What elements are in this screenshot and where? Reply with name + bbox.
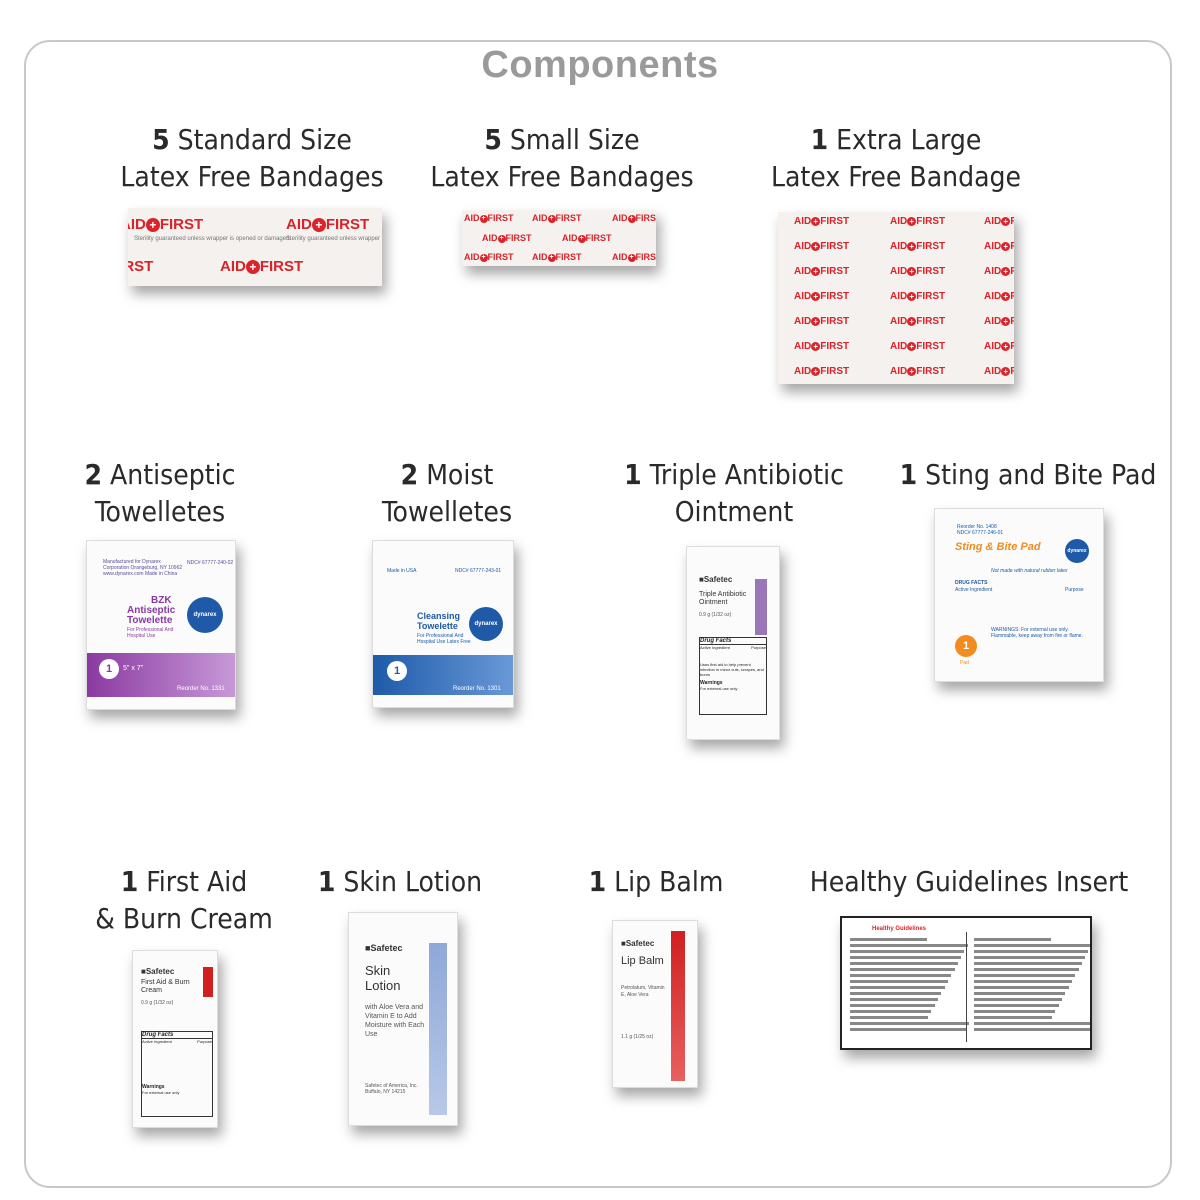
safetec-logo-icon: ■ bbox=[365, 943, 371, 953]
insert-text-line bbox=[850, 950, 965, 953]
insert-text-line bbox=[974, 956, 1086, 959]
bandage-print: AID+FIRST bbox=[984, 266, 1014, 277]
insert-text-line bbox=[974, 1010, 1056, 1013]
dynarex-logo-icon: dynarex bbox=[469, 607, 503, 641]
bandage-print: AID+FIRST bbox=[794, 316, 850, 327]
label-sting-bite-pad: 1 Sting and Bite Pad bbox=[899, 458, 1157, 491]
insert-text-line bbox=[850, 992, 942, 995]
bandage-print: AID+FIRST bbox=[890, 366, 946, 377]
insert-text-line bbox=[974, 1016, 1053, 1019]
insert-text-line bbox=[974, 1022, 1090, 1025]
bandage-print: AID+FIRST bbox=[794, 366, 850, 377]
insert-text-line bbox=[850, 962, 958, 965]
insert-text-line bbox=[850, 944, 968, 947]
insert-text-line bbox=[850, 1022, 969, 1025]
moist-towelette-packet: Made in USA NDC# 67777-243-01 Cleansing … bbox=[372, 540, 514, 708]
bandage-print: AID+FIRST bbox=[984, 316, 1014, 327]
insert-text-line bbox=[974, 986, 1069, 989]
bandage-print: AID+FIRST bbox=[890, 316, 946, 327]
extra-large-bandage-image: AID+FIRST AID+FIRST AID+FIRST AID+FIRST AID+… bbox=[778, 212, 1014, 384]
label-first-aid-burn-cream: 1 First Aid& Burn Cream bbox=[95, 865, 273, 935]
bandage-print: AID+FIRST bbox=[794, 216, 850, 227]
pad-count-badge: 1 bbox=[99, 659, 119, 679]
label-lip-balm: 1 Lip Balm bbox=[588, 865, 724, 898]
bandage-print: AID+FIRST bbox=[984, 216, 1014, 227]
bandage-print: AID+FIRST bbox=[984, 341, 1014, 352]
first-aid-burn-cream-packet: ■Safetec First Aid & Burn Cream 0.9 g (1… bbox=[132, 950, 218, 1128]
bandage-print: AID+FIRST bbox=[984, 366, 1014, 377]
label-skin-lotion: 1 Skin Lotion bbox=[317, 865, 483, 898]
bandage-print: AID+FIRST bbox=[794, 341, 850, 352]
bandage-print: AID+FIRST bbox=[984, 291, 1014, 302]
pad-count-badge: 1 bbox=[955, 635, 977, 657]
bandage-print: AID+FIRST bbox=[794, 291, 850, 302]
dynarex-logo-icon: dynarex bbox=[187, 597, 223, 633]
insert-text-line bbox=[974, 998, 1062, 1001]
bandage-print: AID+FIRST bbox=[890, 341, 946, 352]
skin-lotion-packet: ■Safetec Skin Lotion with Aloe Vera and … bbox=[348, 912, 458, 1126]
bandage-print: AID+FIRST bbox=[890, 241, 946, 252]
antiseptic-towelette-packet: Manufactured for Dynarex Corporation Ora… bbox=[86, 540, 236, 710]
insert-text-line bbox=[850, 1004, 935, 1007]
label-healthy-guidelines-insert: Healthy Guidelines Insert bbox=[809, 865, 1129, 898]
insert-text-line bbox=[974, 944, 1090, 947]
insert-text-line bbox=[850, 1016, 929, 1019]
standard-bandage-image: AID+FIRST AID+FIRST Sterility guaranteed… bbox=[128, 208, 382, 286]
safetec-logo-icon: ■ bbox=[141, 967, 146, 976]
insert-text-line bbox=[850, 1010, 932, 1013]
insert-text-line bbox=[850, 938, 927, 941]
insert-text-line bbox=[850, 956, 962, 959]
insert-text-line bbox=[850, 980, 948, 983]
safetec-logo-icon: ■ bbox=[621, 939, 626, 948]
bandage-print: AID+FIRST bbox=[890, 216, 946, 227]
bandage-print: AID+FIRST bbox=[890, 266, 946, 277]
insert-text-line bbox=[850, 1028, 966, 1031]
dynarex-logo-icon: dynarex bbox=[1065, 539, 1089, 563]
insert-text-line bbox=[974, 974, 1076, 977]
bandage-print: AID+FIRST bbox=[984, 241, 1014, 252]
bandage-print: AID+FIRST bbox=[794, 266, 850, 277]
insert-text-line bbox=[974, 950, 1089, 953]
insert-text-line bbox=[850, 968, 955, 971]
insert-text-line bbox=[974, 938, 1051, 941]
sting-bite-pad-packet: Reorder No. 1408 NDC# 67777-246-01 Sting… bbox=[934, 508, 1104, 682]
pad-count-badge: 1 bbox=[387, 661, 407, 681]
small-bandage-image: AID+FIRST AID+FIRST AID+FIRST AID+FIRST … bbox=[462, 210, 656, 266]
healthy-guidelines-insert: Healthy Guidelines bbox=[840, 916, 1092, 1050]
insert-text-line bbox=[974, 980, 1072, 983]
insert-text-line bbox=[850, 974, 952, 977]
bandage-print: AID+FIRST bbox=[794, 241, 850, 252]
triple-antibiotic-ointment-packet: ■Safetec Triple Antibiotic Ointment 0.9 … bbox=[686, 546, 780, 740]
lip-balm-packet: ■Safetec Lip Balm Petrolatum, Vitamin E,… bbox=[612, 920, 698, 1088]
insert-text-line bbox=[974, 968, 1079, 971]
insert-text-line bbox=[850, 986, 945, 989]
page-title: Components bbox=[481, 44, 719, 86]
bandage-print: AID+FIRST bbox=[890, 291, 946, 302]
insert-text-line bbox=[974, 962, 1082, 965]
insert-text-line bbox=[850, 998, 938, 1001]
insert-text-line bbox=[974, 1004, 1059, 1007]
insert-text-line bbox=[974, 1028, 1090, 1031]
insert-text-line bbox=[974, 992, 1066, 995]
safetec-logo-icon: ■ bbox=[699, 575, 704, 584]
